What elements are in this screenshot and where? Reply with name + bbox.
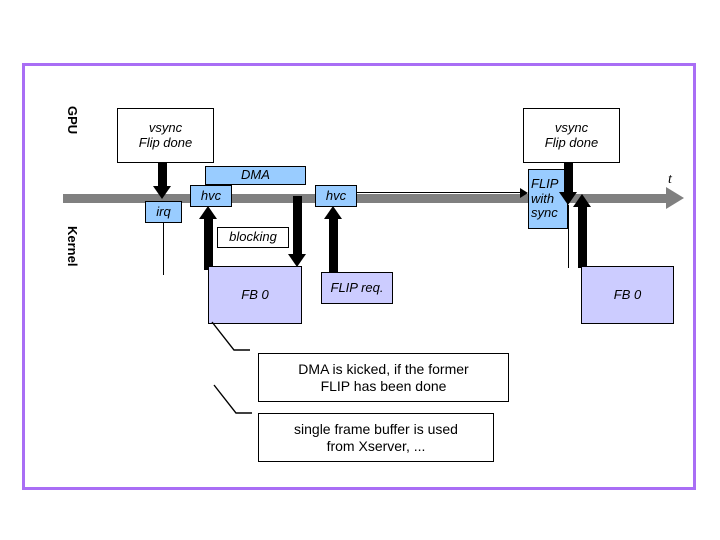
fb0-box-right: FB 0 (581, 266, 674, 324)
hvc-box-2: hvc (315, 185, 357, 207)
slide-frame (22, 63, 696, 490)
callout-dma-kicked: DMA is kicked, if the former FLIP has be… (258, 353, 509, 402)
callout-leader-2 (213, 384, 252, 414)
vsync-flip-done-box-left: vsync Flip done (117, 108, 214, 163)
time-axis-arrowhead-icon (666, 187, 684, 209)
callout-single-fb-line1: single frame buffer is used (294, 421, 458, 438)
flip-with-sync-box: FLIP with sync (528, 169, 568, 229)
blocking-box: blocking (217, 227, 289, 248)
callout-dma-kicked-line2: FLIP has been done (320, 377, 447, 394)
vsync-flip-done-box-right: vsync Flip done (523, 108, 620, 163)
vsync-right-leader-line (568, 205, 569, 268)
irq-leader-line (163, 223, 164, 275)
flip-req-box: FLIP req. (321, 272, 393, 304)
hvc-box-1: hvc (190, 185, 232, 207)
time-axis-label: t (668, 172, 672, 187)
hvc2-to-flip-arrowhead-icon (520, 188, 528, 198)
callout-leader-1 (211, 321, 250, 351)
flip-done-label-left: Flip done (138, 134, 193, 150)
time-axis (63, 194, 668, 203)
hvc2-to-flip-connector (357, 192, 526, 193)
callout-dma-kicked-line1: DMA is kicked, if the former (298, 361, 469, 378)
vsync-label-right: vsync (554, 119, 589, 135)
vsync-label-left: vsync (148, 119, 183, 135)
callout-single-fb-line2: from Xserver, ... (326, 437, 426, 454)
flip-with-sync-line2: with (531, 190, 555, 206)
lane-label-kernel: Kernel (65, 226, 80, 267)
flip-done-label-right: Flip done (544, 134, 599, 150)
flip-with-sync-line1: FLIP (531, 175, 559, 191)
callout-single-fb: single frame buffer is used from Xserver… (258, 413, 494, 462)
flip-with-sync-line3: sync (531, 205, 558, 221)
fb0-box-left: FB 0 (208, 266, 302, 324)
dma-box: DMA (205, 166, 306, 185)
irq-box: irq (145, 201, 182, 223)
lane-label-gpu: GPU (65, 106, 80, 135)
